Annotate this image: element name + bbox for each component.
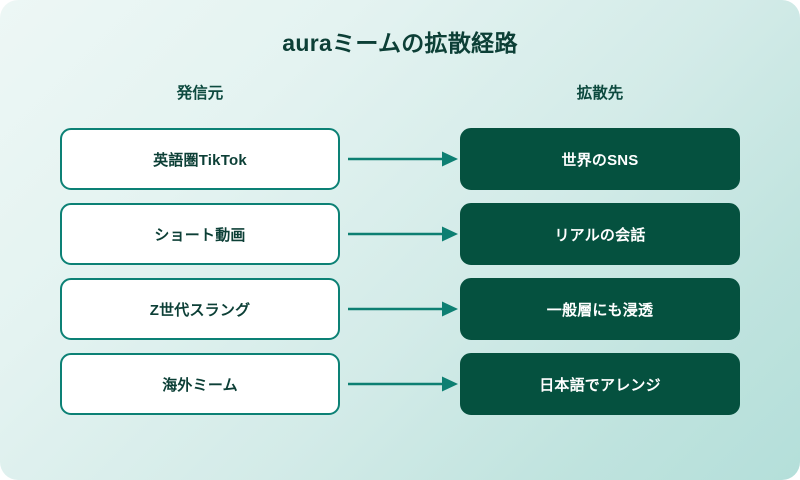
flow-row: 海外ミーム 日本語でアレンジ bbox=[0, 353, 800, 415]
target-node-label: 世界のSNS bbox=[561, 151, 639, 169]
target-node[interactable]: 世界のSNS bbox=[460, 128, 740, 190]
arrow-right-icon bbox=[348, 151, 458, 167]
page-title: auraミームの拡散経路 bbox=[282, 30, 518, 56]
target-node-label: 日本語でアレンジ bbox=[539, 376, 661, 394]
column-header-source: 発信元 bbox=[176, 85, 224, 102]
source-node[interactable]: 海外ミーム bbox=[60, 353, 340, 415]
target-node[interactable]: 日本語でアレンジ bbox=[460, 353, 740, 415]
source-node[interactable]: 英語圏TikTok bbox=[60, 128, 340, 190]
flow-row: 英語圏TikTok 世界のSNS bbox=[0, 128, 800, 190]
arrow-right-icon bbox=[348, 301, 458, 317]
column-header-target: 拡散先 bbox=[576, 85, 624, 102]
arrow-right-icon bbox=[348, 376, 458, 392]
arrow-right-icon bbox=[348, 226, 458, 242]
flow-rows: 英語圏TikTok 世界のSNS ショート動画 リアルの会話 bbox=[0, 128, 800, 415]
target-node-label: 一般層にも浸透 bbox=[546, 301, 654, 319]
source-node[interactable]: ショート動画 bbox=[60, 203, 340, 265]
target-node[interactable]: リアルの会話 bbox=[460, 203, 740, 265]
source-node[interactable]: Z世代スラング bbox=[60, 278, 340, 340]
source-node-label: 海外ミーム bbox=[162, 376, 238, 394]
source-node-label: ショート動画 bbox=[154, 226, 246, 244]
flow-row: ショート動画 リアルの会話 bbox=[0, 203, 800, 265]
source-node-label: 英語圏TikTok bbox=[153, 151, 247, 169]
flow-row: Z世代スラング 一般層にも浸透 bbox=[0, 278, 800, 340]
source-node-label: Z世代スラング bbox=[149, 301, 251, 319]
target-node-label: リアルの会話 bbox=[554, 226, 646, 244]
target-node[interactable]: 一般層にも浸透 bbox=[460, 278, 740, 340]
